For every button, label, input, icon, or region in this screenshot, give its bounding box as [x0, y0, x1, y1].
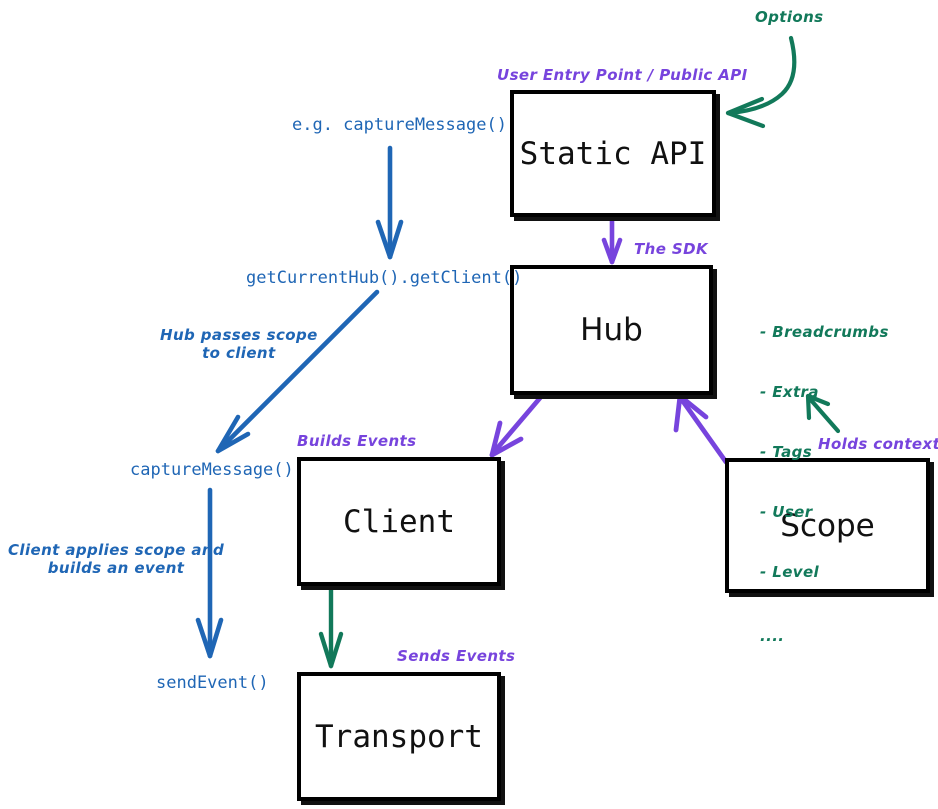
- arrow-capture-to-send-event: [195, 487, 224, 659]
- arrow-scope-to-hub: [673, 393, 729, 465]
- label-hub-passes-scope: Hub passes scope to client: [160, 326, 318, 363]
- arrow-holds-context-to-list: [805, 393, 841, 434]
- box-hub[interactable]: Hub: [510, 265, 713, 395]
- box-transport-label: Transport: [315, 718, 483, 755]
- scope-contents-item: - Tags: [760, 443, 813, 462]
- arrow-options-to-static-api: [725, 35, 797, 129]
- box-static-api[interactable]: Static API: [510, 90, 716, 217]
- box-client-label: Client: [343, 503, 455, 540]
- scope-contents-ellipsis: ....: [760, 627, 785, 646]
- arrow-static-api-to-hub: [601, 215, 623, 265]
- box-client[interactable]: Client: [297, 457, 501, 586]
- label-get-current-hub: getCurrentHub().getClient(): [246, 268, 523, 288]
- label-capture-message: captureMessage(): [130, 460, 294, 480]
- label-user-entry-point: User Entry Point / Public API: [497, 66, 748, 84]
- label-builds-events: Builds Events: [297, 432, 417, 450]
- label-sends-events: Sends Events: [397, 647, 516, 665]
- arrow-capture-message-down: [375, 145, 404, 260]
- label-client-applies-scope: Client applies scope and builds an event: [8, 541, 225, 578]
- box-hub-label: Hub: [580, 312, 643, 348]
- scope-contents-list: - Breadcrumbs - Extra - Tags - User - Le…: [760, 283, 889, 686]
- box-transport[interactable]: Transport: [297, 672, 501, 801]
- box-static-api-label: Static API: [519, 135, 707, 172]
- scope-contents-item: - User: [760, 503, 813, 522]
- scope-contents-item: - Extra: [760, 383, 819, 402]
- box-scope-label: Scope: [780, 507, 875, 544]
- scope-contents-item: - Level: [760, 563, 820, 582]
- scope-contents-item: - Breadcrumbs: [760, 323, 889, 342]
- label-holds-context: Holds context: [818, 435, 938, 453]
- arrow-hub-passes-scope-to-client: [215, 289, 380, 454]
- box-scope[interactable]: Scope: [725, 458, 930, 593]
- label-send-event: sendEvent(): [156, 673, 269, 693]
- label-the-sdk: The SDK: [634, 240, 708, 258]
- label-options: Options: [755, 8, 824, 26]
- label-eg-capture-message: e.g. captureMessage(): [292, 115, 507, 135]
- arrow-client-to-transport: [318, 585, 344, 669]
- arrow-hub-to-client: [489, 395, 543, 458]
